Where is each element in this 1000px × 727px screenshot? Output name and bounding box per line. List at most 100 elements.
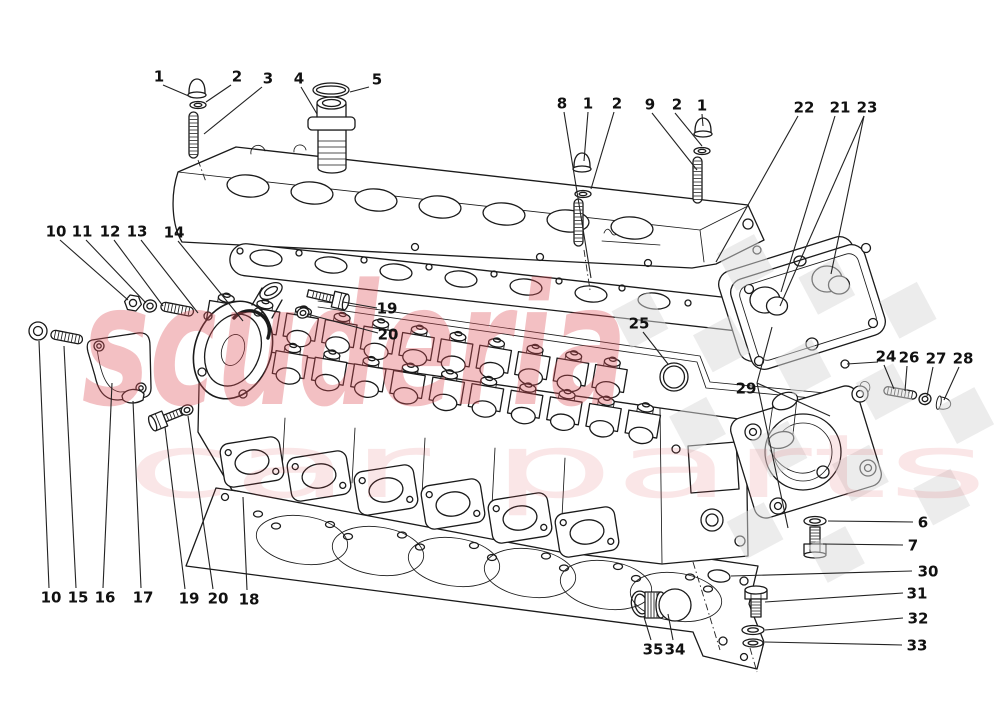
callout-7[interactable]: 7 (908, 537, 918, 555)
leader-line (300, 86, 318, 115)
checker-watermark-layer (611, 234, 995, 583)
callout-1[interactable]: 1 (583, 95, 593, 113)
callout-4[interactable]: 4 (294, 70, 304, 88)
assembly-axis-lines (197, 159, 758, 673)
callout-1[interactable]: 1 (154, 68, 164, 86)
leader-line (764, 617, 904, 631)
leader-line (779, 115, 865, 307)
callout-3[interactable]: 3 (263, 70, 273, 88)
leader-line (780, 115, 836, 293)
checker-tile (716, 234, 774, 291)
callout-20[interactable]: 20 (208, 590, 229, 608)
watermark-subtitle: car parts (126, 415, 988, 518)
valve-cover (172, 144, 765, 269)
leader-line (349, 86, 370, 93)
leader-line (756, 326, 773, 384)
callout-29[interactable]: 29 (736, 380, 757, 398)
leader-line (563, 111, 592, 279)
leader-line (756, 382, 789, 529)
callout-2[interactable]: 2 (232, 68, 242, 86)
water-hole (707, 569, 731, 583)
callout-18[interactable]: 18 (239, 591, 260, 609)
thermostat-housing (192, 281, 283, 400)
callout-19[interactable]: 19 (377, 300, 398, 318)
callout-26[interactable]: 26 (899, 349, 920, 367)
checker-tile (913, 468, 971, 526)
leader-line (701, 113, 704, 127)
callout-28[interactable]: 28 (953, 350, 974, 368)
callout-11[interactable]: 11 (72, 223, 93, 241)
leader-line (164, 426, 186, 590)
leader-line (132, 400, 142, 589)
checker-tile (750, 420, 808, 478)
callout-35[interactable]: 35 (643, 641, 664, 659)
callout-9[interactable]: 9 (645, 96, 655, 114)
leader-line (162, 84, 192, 98)
callout-10[interactable]: 10 (46, 223, 67, 241)
callout-8[interactable]: 8 (557, 95, 567, 113)
leader-line (642, 331, 669, 365)
leader-line (715, 115, 799, 263)
callout-5[interactable]: 5 (372, 71, 382, 89)
leader-line (187, 415, 214, 590)
checker-tile (611, 291, 669, 349)
callout-2[interactable]: 2 (612, 95, 622, 113)
checker-tile (937, 387, 995, 444)
leader-line (177, 240, 244, 322)
leader-line (38, 340, 50, 589)
callout-19[interactable]: 19 (179, 590, 200, 608)
leader-line (102, 382, 113, 589)
leader-line (643, 616, 652, 641)
callout-6[interactable]: 6 (918, 514, 928, 532)
callout-10[interactable]: 10 (41, 589, 62, 607)
leader-line (730, 570, 913, 577)
callout-17[interactable]: 17 (133, 589, 154, 607)
leader-line (943, 366, 960, 401)
rubber-pad (121, 388, 145, 404)
callout-21[interactable]: 21 (830, 99, 851, 117)
callout-13[interactable]: 13 (127, 223, 148, 241)
callout-24[interactable]: 24 (876, 348, 897, 366)
callout-12[interactable]: 12 (100, 223, 121, 241)
leader-line (926, 366, 934, 397)
leader-line (63, 345, 77, 589)
callout-22[interactable]: 22 (794, 99, 815, 117)
leader-line (85, 239, 147, 304)
callout-2[interactable]: 2 (672, 96, 682, 114)
callout-20[interactable]: 20 (378, 326, 399, 344)
leader-line (822, 543, 904, 546)
callout-31[interactable]: 31 (907, 585, 928, 603)
leader-line (883, 364, 895, 390)
checker-tile (879, 281, 937, 339)
callout-27[interactable]: 27 (926, 350, 947, 368)
leader-line (205, 84, 232, 103)
callout-23[interactable]: 23 (857, 99, 878, 117)
leader-line (242, 496, 248, 591)
leader-line (667, 613, 674, 641)
cylinder-head (193, 292, 749, 565)
callout-14[interactable]: 14 (164, 224, 185, 242)
callout-16[interactable]: 16 (95, 589, 116, 607)
checker-tile (693, 315, 750, 373)
callout-1[interactable]: 1 (697, 97, 707, 115)
leader-line (583, 111, 589, 162)
checker-tile (798, 257, 856, 315)
leader-line (846, 361, 879, 365)
leader-line (651, 112, 698, 171)
leader-line (764, 641, 903, 646)
callout-25[interactable]: 25 (629, 315, 650, 333)
leader-line (306, 313, 379, 334)
callout-15[interactable]: 15 (68, 589, 89, 607)
leader-line (756, 382, 831, 417)
checker-tile (808, 526, 865, 583)
callout-34[interactable]: 34 (665, 641, 686, 659)
leader-line (764, 592, 904, 603)
leader-line (827, 520, 914, 523)
checker-tile (669, 396, 726, 454)
callout-30[interactable]: 30 (918, 563, 939, 581)
callout-33[interactable]: 33 (907, 637, 928, 655)
callout-32[interactable]: 32 (908, 610, 929, 628)
